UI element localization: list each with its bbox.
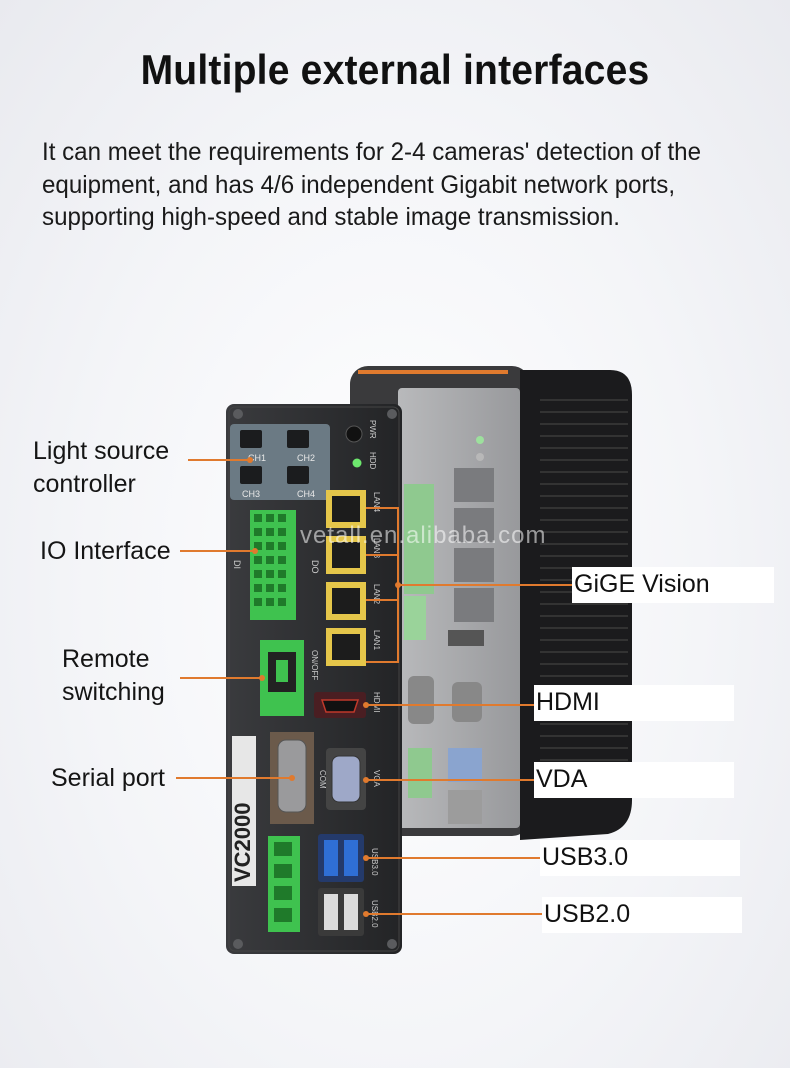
pwr-text: PWR	[368, 420, 377, 439]
callout-dots	[247, 457, 401, 917]
onoff-text: ON/OFF	[310, 650, 319, 680]
vda-label: VDA	[534, 762, 734, 798]
ch2-text: CH2	[297, 453, 315, 463]
lan3-text: LAN3	[372, 538, 381, 559]
serial-port-label: Serial port	[51, 764, 165, 792]
do-text: DO	[310, 560, 320, 574]
com-port-text: COM	[318, 770, 327, 789]
lan-ports: LAN4 LAN3 LAN2 LAN1	[326, 490, 381, 666]
io-interface-label: IO Interface	[40, 537, 171, 565]
hdd-text: HDD	[368, 452, 377, 470]
lan1-text: LAN1	[372, 630, 381, 651]
vga-port-text: VGA	[372, 770, 381, 788]
ch3-text: CH3	[242, 489, 260, 499]
page-title: Multiple external interfaces	[140, 46, 650, 93]
page-description: It can meet the requirements for 2-4 cam…	[42, 138, 702, 231]
front-panel: CH1 CH2 CH3 CH4 PWR HDD DO DI LAN4	[226, 404, 402, 954]
ch4-text: CH4	[297, 489, 315, 499]
ch1-text: CH1	[248, 453, 266, 463]
usb3-port-text: USB3.0	[370, 848, 379, 876]
di-text: DI	[232, 560, 242, 569]
remote-switching-label: Remote switching	[62, 645, 165, 706]
gige-vision-label: GiGE Vision	[572, 567, 774, 603]
callout-lines	[176, 459, 572, 915]
watermark: vetall.en.alibaba.com	[300, 522, 547, 549]
brand-logo: VC2000	[230, 802, 255, 882]
light-source-controller-label: Light source controller	[33, 437, 170, 498]
usb30-label: USB3.0	[540, 840, 740, 876]
lan4-text: LAN4	[372, 492, 381, 513]
hdmi-port-text: HDMI	[372, 692, 381, 712]
usb20-label: USB2.0	[542, 897, 742, 933]
lan2-text: LAN2	[372, 584, 381, 605]
hdmi-label: HDMI	[534, 685, 734, 721]
